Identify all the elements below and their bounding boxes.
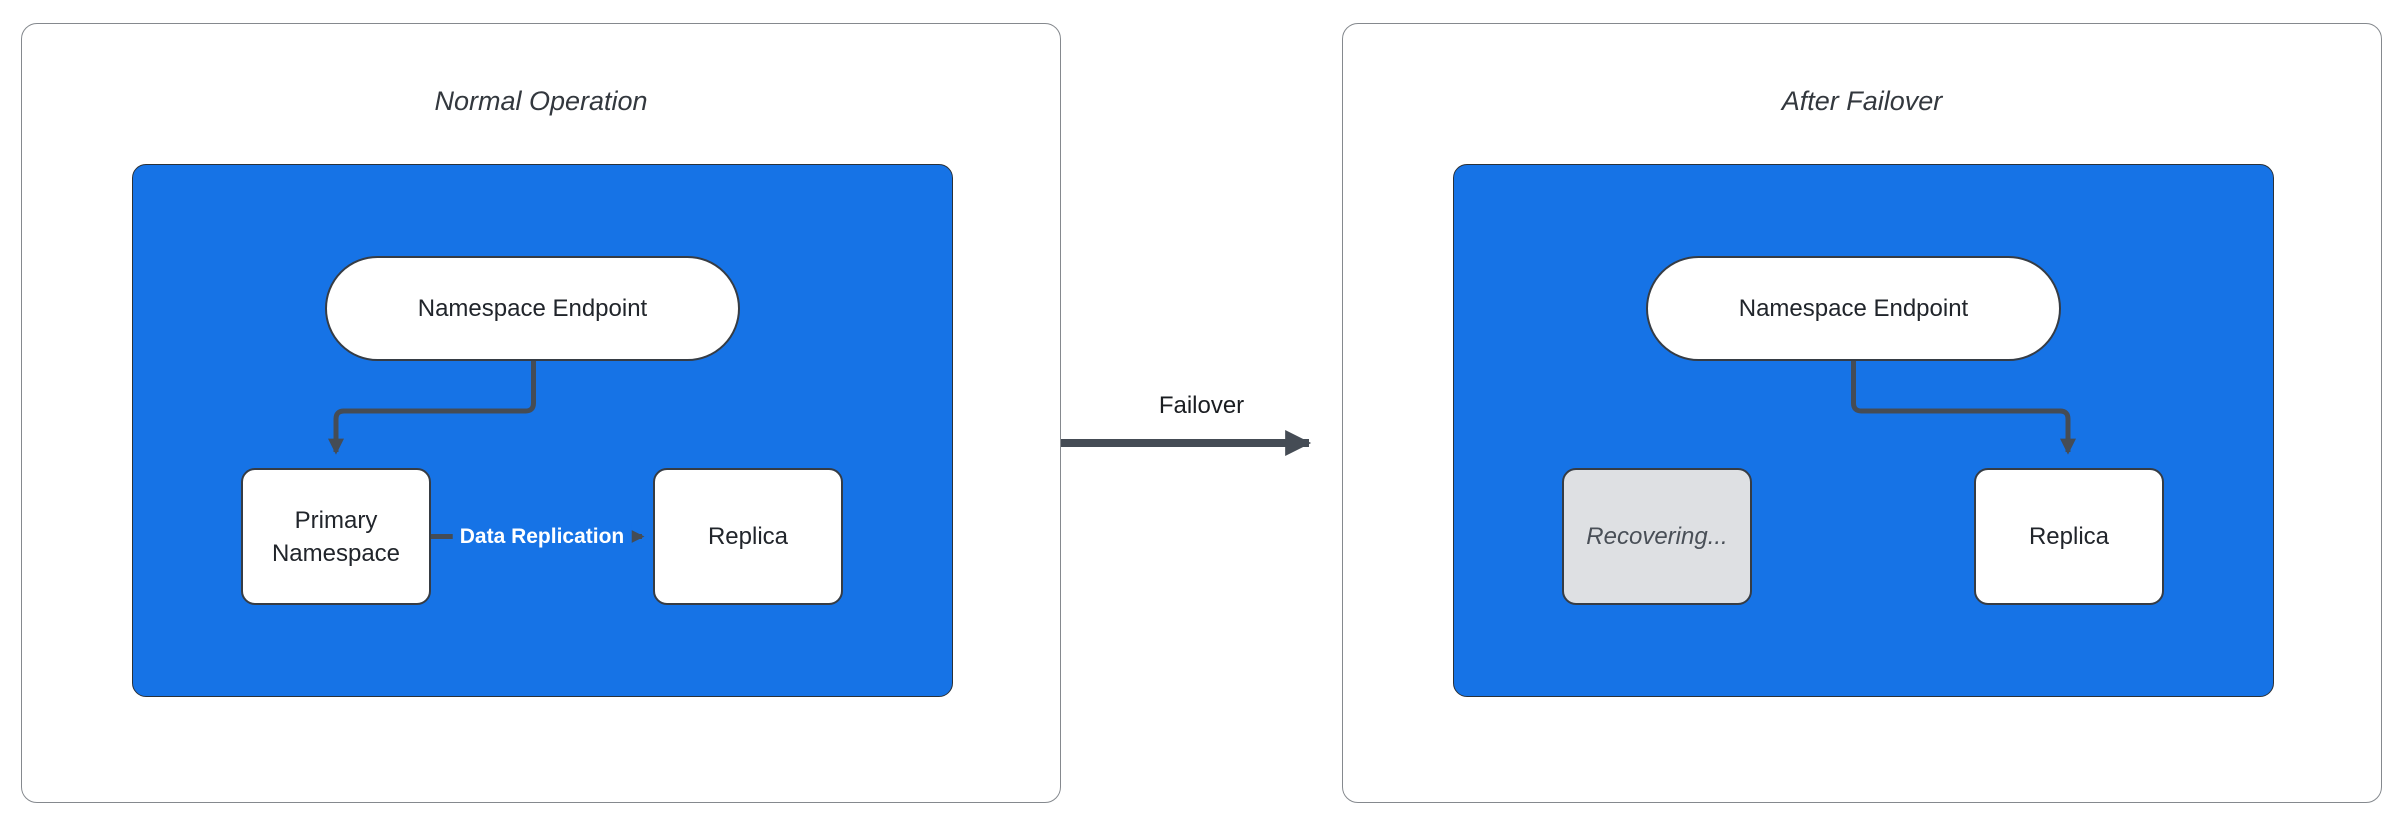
node-replica: Replica	[653, 468, 843, 605]
node-replica: Replica	[1974, 468, 2164, 605]
failover-transition: Failover	[1061, 392, 1342, 482]
node-namespace-endpoint: Namespace Endpoint	[1646, 256, 2061, 361]
node-recovering: Recovering...	[1562, 468, 1752, 605]
panel-title: After Failover	[1781, 86, 1943, 116]
panel-normal-operation: Normal Operation Namespace Endpoint Prim…	[21, 23, 1061, 803]
node-label: Replica	[2028, 523, 2110, 550]
node-primary-namespace: Primary Namespace	[241, 468, 431, 605]
node-label: Namespace Endpoint	[1738, 294, 1969, 322]
cluster-container	[132, 164, 953, 697]
node-label: Replica	[707, 523, 789, 550]
cluster-container	[1453, 164, 2274, 697]
panel-after-failover: After Failover Namespace Endpoint Recove…	[1342, 23, 2382, 803]
edge-label-data-replication: Data Replication	[452, 523, 632, 551]
node-label: Primary Namespace	[271, 506, 401, 567]
failover-arrow	[1061, 430, 1312, 456]
failover-label: Failover	[1158, 392, 1245, 419]
node-namespace-endpoint: Namespace Endpoint	[325, 256, 740, 361]
node-label: Namespace Endpoint	[417, 294, 648, 322]
panel-title: Normal Operation	[434, 86, 648, 116]
node-label: Recovering...	[1586, 523, 1728, 550]
